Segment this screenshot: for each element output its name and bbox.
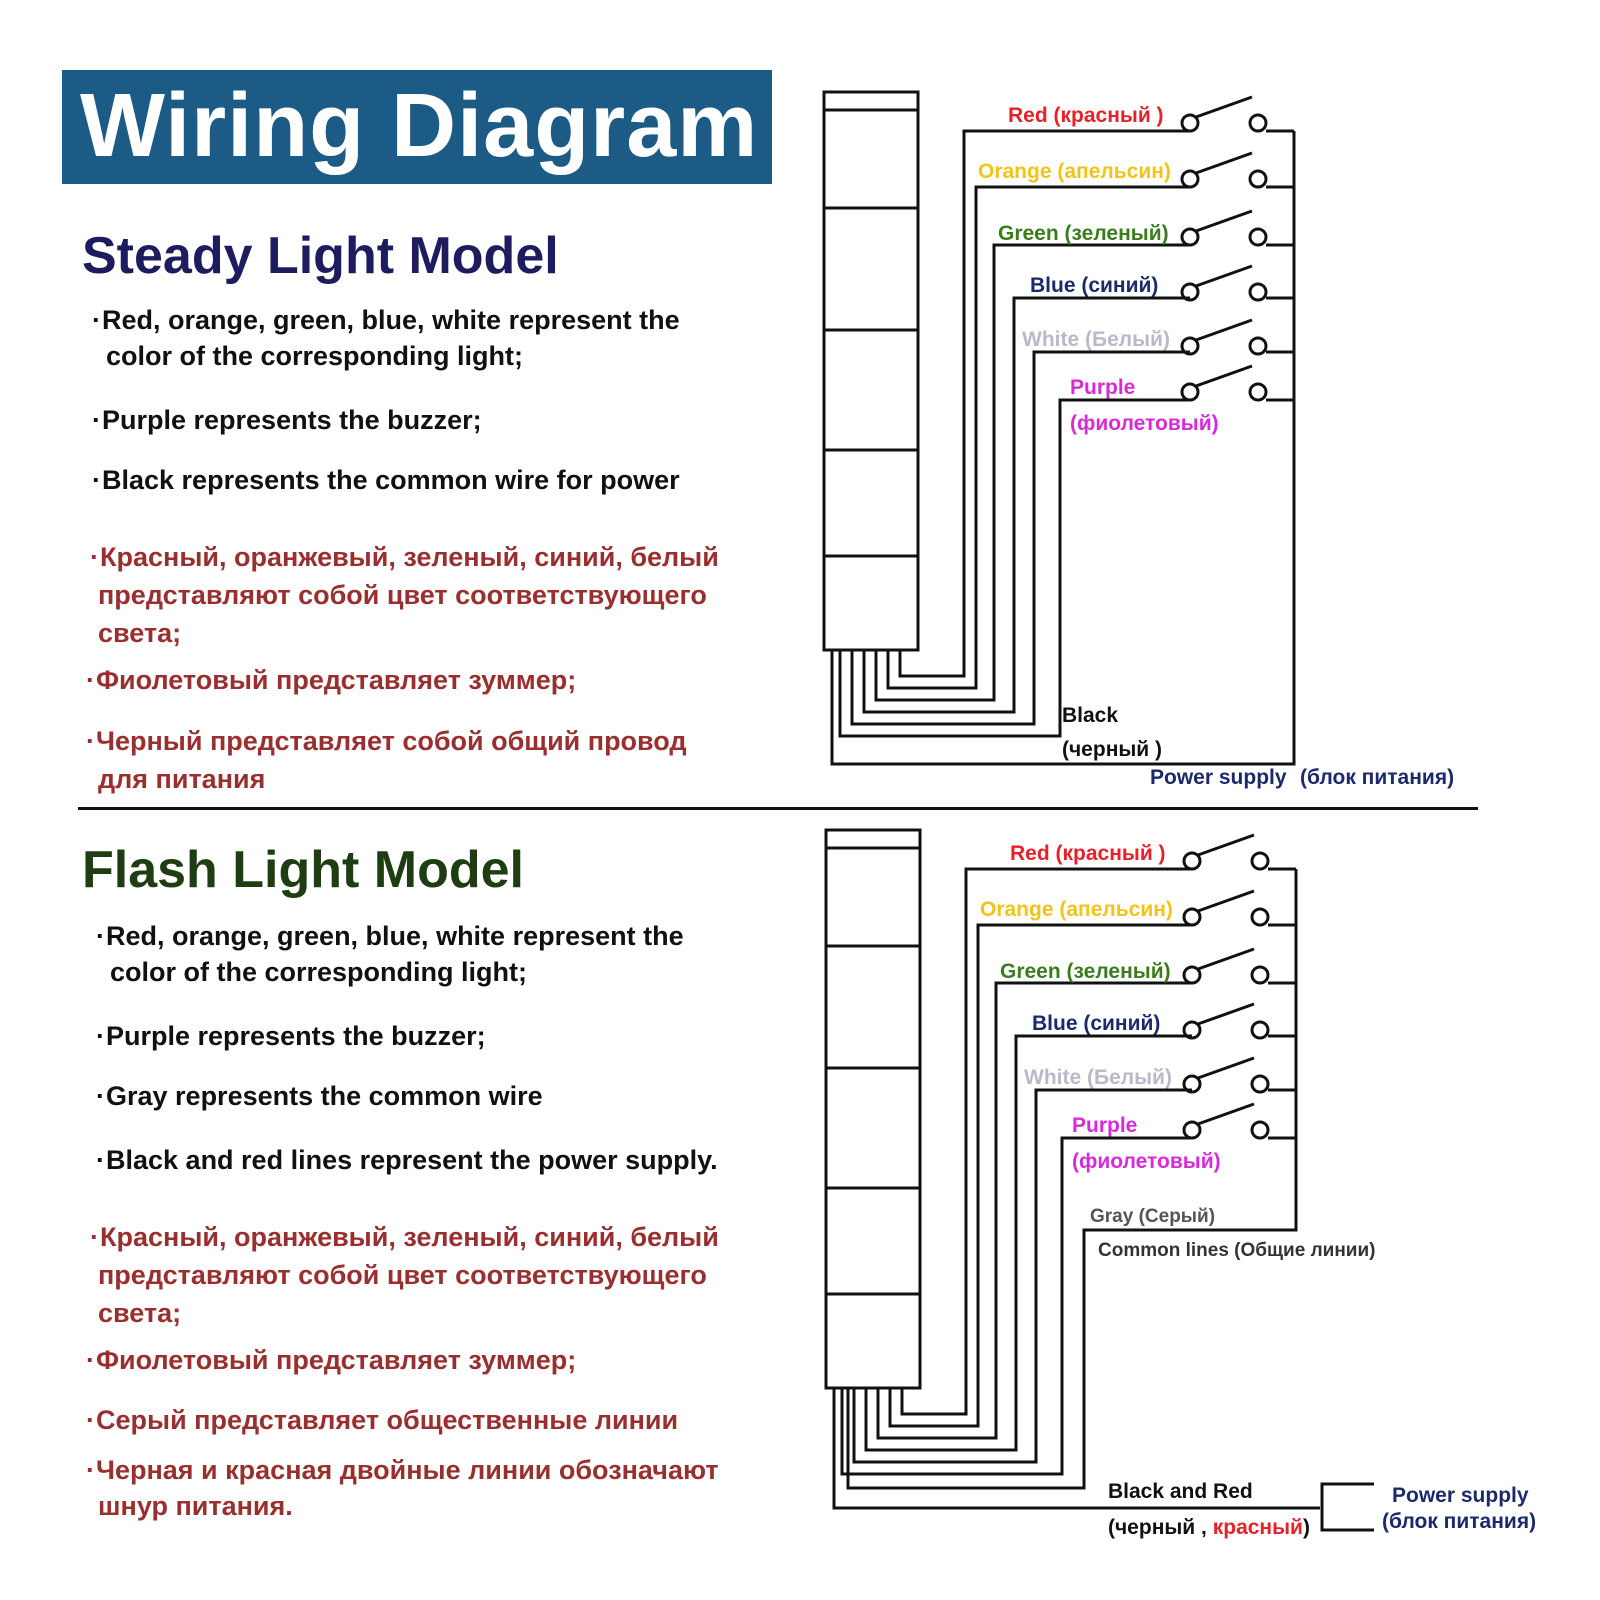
flash-switch-green — [1182, 947, 1296, 985]
steady-tower-light — [822, 90, 920, 652]
flash-label-purple-ru: (фиолетовый) — [1072, 1150, 1221, 1173]
flash-heading: Flash Light Model — [82, 841, 524, 899]
steady-heading: Steady Light Model — [82, 227, 559, 285]
steady-bullet-3: ·Black represents the common wire for po… — [92, 465, 680, 495]
section-divider — [78, 807, 1478, 810]
flash-power-bracket — [1320, 1482, 1374, 1532]
flash-wire-purple — [840, 1136, 1192, 1476]
steady-label-blue: Blue (синий) — [1030, 274, 1158, 297]
steady-label-purple: Purple — [1070, 376, 1135, 399]
title-banner: Wiring Diagram — [62, 70, 772, 184]
steady-label-orange: Orange (апельсин) — [978, 160, 1171, 183]
flash-switch-red — [1182, 833, 1296, 871]
flash-bullet-4: ·Black and red lines represent the power… — [96, 1145, 718, 1175]
flash-wire-black-red — [832, 1388, 1320, 1510]
flash-switch-blue — [1182, 1002, 1296, 1040]
steady-switch-orange — [1180, 151, 1294, 189]
flash-tower-light — [824, 828, 922, 1390]
steady-label-black: Black — [1062, 704, 1118, 727]
flash-wire-green — [876, 981, 1192, 1440]
flash-label-blue: Blue (синий) — [1032, 1012, 1160, 1035]
flash-label-black-red: Black and Red — [1108, 1480, 1253, 1503]
flash-ru-bullet-2: ·Фиолетовый представляет зуммер; — [86, 1345, 577, 1375]
flash-label-power-ru: (блок питания) — [1382, 1510, 1536, 1533]
flash-label-power: Power supply — [1392, 1484, 1529, 1507]
flash-switch-purple — [1182, 1102, 1296, 1140]
steady-label-green: Green (зеленый) — [998, 222, 1169, 245]
flash-wire-orange — [888, 923, 1192, 1428]
flash-diagram — [824, 828, 1374, 1532]
steady-switch-purple — [1180, 364, 1294, 402]
flash-wire-blue — [864, 1034, 1192, 1452]
steady-wire-black — [830, 131, 1296, 766]
steady-switch-red — [1180, 95, 1294, 133]
flash-switch-orange — [1182, 889, 1296, 927]
steady-switch-white — [1180, 318, 1294, 356]
steady-switch-green — [1180, 209, 1294, 247]
flash-label-green: Green (зеленый) — [1000, 960, 1171, 983]
flash-bullet-3: ·Gray represents the common wire — [96, 1081, 543, 1111]
page-title: Wiring Diagram — [80, 76, 759, 176]
steady-label-red: Red (красный ) — [1008, 104, 1164, 127]
flash-bullet-2: ·Purple represents the buzzer; — [96, 1021, 486, 1051]
flash-label-gray: Gray (Серый) — [1090, 1206, 1215, 1227]
steady-wire-blue — [862, 296, 1190, 714]
steady-label-black-ru: (черный ) — [1062, 738, 1162, 761]
steady-label-power: Power supply — [1150, 766, 1287, 789]
flash-wire-red — [900, 867, 1192, 1416]
steady-bullet-2: ·Purple represents the buzzer; — [92, 405, 482, 435]
flash-ru-bullet-4: ·Черная и красная двойные линии обознача… — [86, 1455, 719, 1521]
flash-label-orange: Orange (апельсин) — [980, 898, 1173, 921]
flash-wire-gray — [846, 869, 1298, 1490]
flash-labels: Red (красный ) Orange (апельсин) Green (… — [980, 842, 1536, 1539]
flash-wire-white — [852, 1088, 1192, 1464]
flash-label-purple: Purple — [1072, 1114, 1137, 1137]
steady-wire-red — [898, 129, 1190, 678]
steady-switch-blue — [1180, 264, 1294, 302]
flash-ru-bullet-1: ·Красный, оранжевый, зеленый, синий, бел… — [90, 1222, 719, 1328]
steady-ru-bullet-2: ·Фиолетовый представляет зуммер; — [86, 665, 577, 695]
flash-label-common: Common lines (Общие линии) — [1098, 1240, 1376, 1261]
steady-label-white: White (Белый) — [1022, 328, 1170, 351]
flash-label-black-red-ru: (черный , красный) — [1108, 1516, 1310, 1539]
steady-labels: Red (красный ) Orange (апельсин) Green (… — [978, 104, 1454, 789]
steady-label-purple-ru: (фиолетовый) — [1070, 412, 1219, 435]
steady-wire-orange — [886, 185, 1190, 690]
steady-bullet-1: ·Red, orange, green, blue, white represe… — [92, 305, 680, 371]
steady-label-power-ru: (блок питания) — [1300, 766, 1454, 789]
flash-label-white: White (Белый) — [1024, 1066, 1172, 1089]
steady-wire-white — [850, 350, 1190, 726]
flash-bullet-1: ·Red, orange, green, blue, white represe… — [96, 921, 684, 987]
steady-ru-bullet-1: ·Красный, оранжевый, зеленый, синий, бел… — [90, 542, 719, 648]
flash-switch-white — [1182, 1056, 1296, 1094]
steady-ru-bullet-3: ·Черный представляет собой общий провод … — [86, 726, 687, 794]
steady-diagram — [822, 90, 1296, 766]
steady-wire-green — [874, 243, 1190, 702]
flash-label-red: Red (красный ) — [1010, 842, 1166, 865]
flash-ru-bullet-3: ·Серый представляет общественные линии — [86, 1405, 679, 1435]
steady-wire-purple — [838, 398, 1190, 738]
